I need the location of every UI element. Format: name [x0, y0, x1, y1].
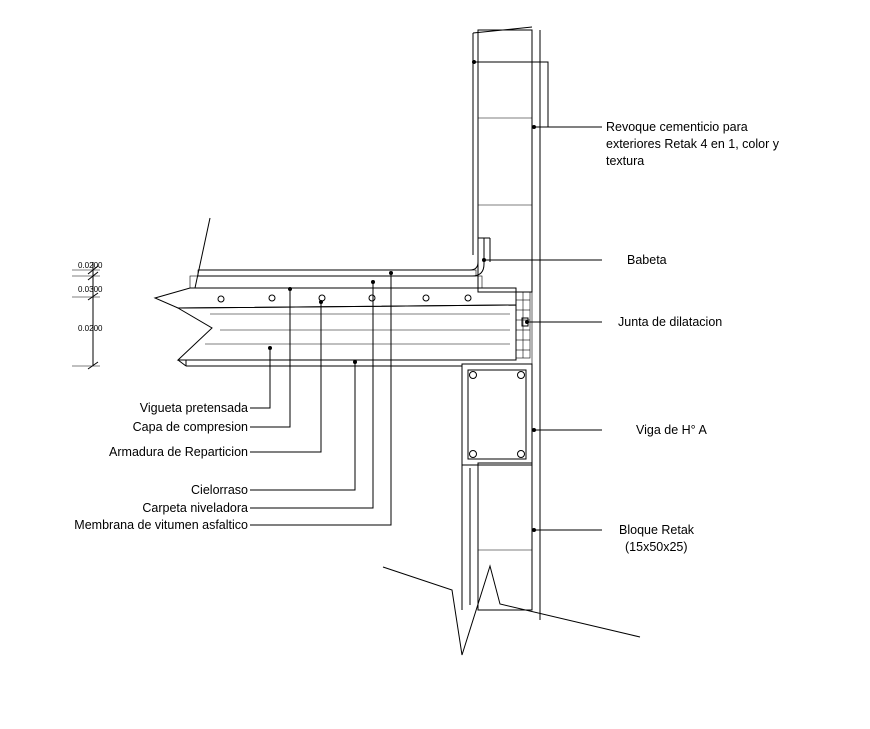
label-viga: Viga de H° A	[636, 423, 707, 437]
leveling-layer	[189, 275, 483, 289]
dim-3: 0.0200	[78, 324, 103, 333]
label-junta: Junta de dilatacion	[618, 315, 722, 329]
dimension-marks: 0.0200 0.0300 0.0200	[72, 261, 103, 370]
dim-1: 0.0200	[78, 261, 103, 270]
label-bloque-1: Bloque Retak	[619, 523, 695, 537]
label-revoque-1: Revoque cementicio para	[606, 120, 748, 134]
label-vigueta: Vigueta pretensada	[140, 401, 248, 415]
wall-lower-blocks	[477, 462, 533, 611]
label-revoque-3: textura	[606, 154, 644, 168]
concrete-beam	[461, 363, 533, 466]
expansion-joint	[515, 291, 531, 359]
wall-upper-blocks	[477, 29, 533, 293]
right-leaders	[472, 60, 602, 532]
ground-break	[382, 564, 641, 656]
dim-2: 0.0300	[78, 285, 103, 294]
rebars	[217, 294, 472, 303]
label-babeta: Babeta	[627, 253, 667, 267]
joist	[176, 304, 517, 361]
label-bloque-2: (15x50x25)	[625, 540, 688, 554]
break-line-upper	[194, 217, 211, 289]
label-carpeta: Carpeta niveladora	[142, 501, 248, 515]
label-armadura: Armadura de Reparticion	[109, 445, 248, 459]
label-cielorraso: Cielorraso	[191, 483, 248, 497]
label-membrana: Membrana de vitumen asfaltico	[74, 518, 248, 532]
label-revoque-2: exteriores Retak 4 en 1, color y	[606, 137, 780, 151]
left-leaders	[250, 271, 393, 526]
babeta-flashing	[198, 238, 479, 271]
membrane-layer	[197, 269, 477, 277]
label-capa-compresion: Capa de compresion	[133, 420, 248, 434]
